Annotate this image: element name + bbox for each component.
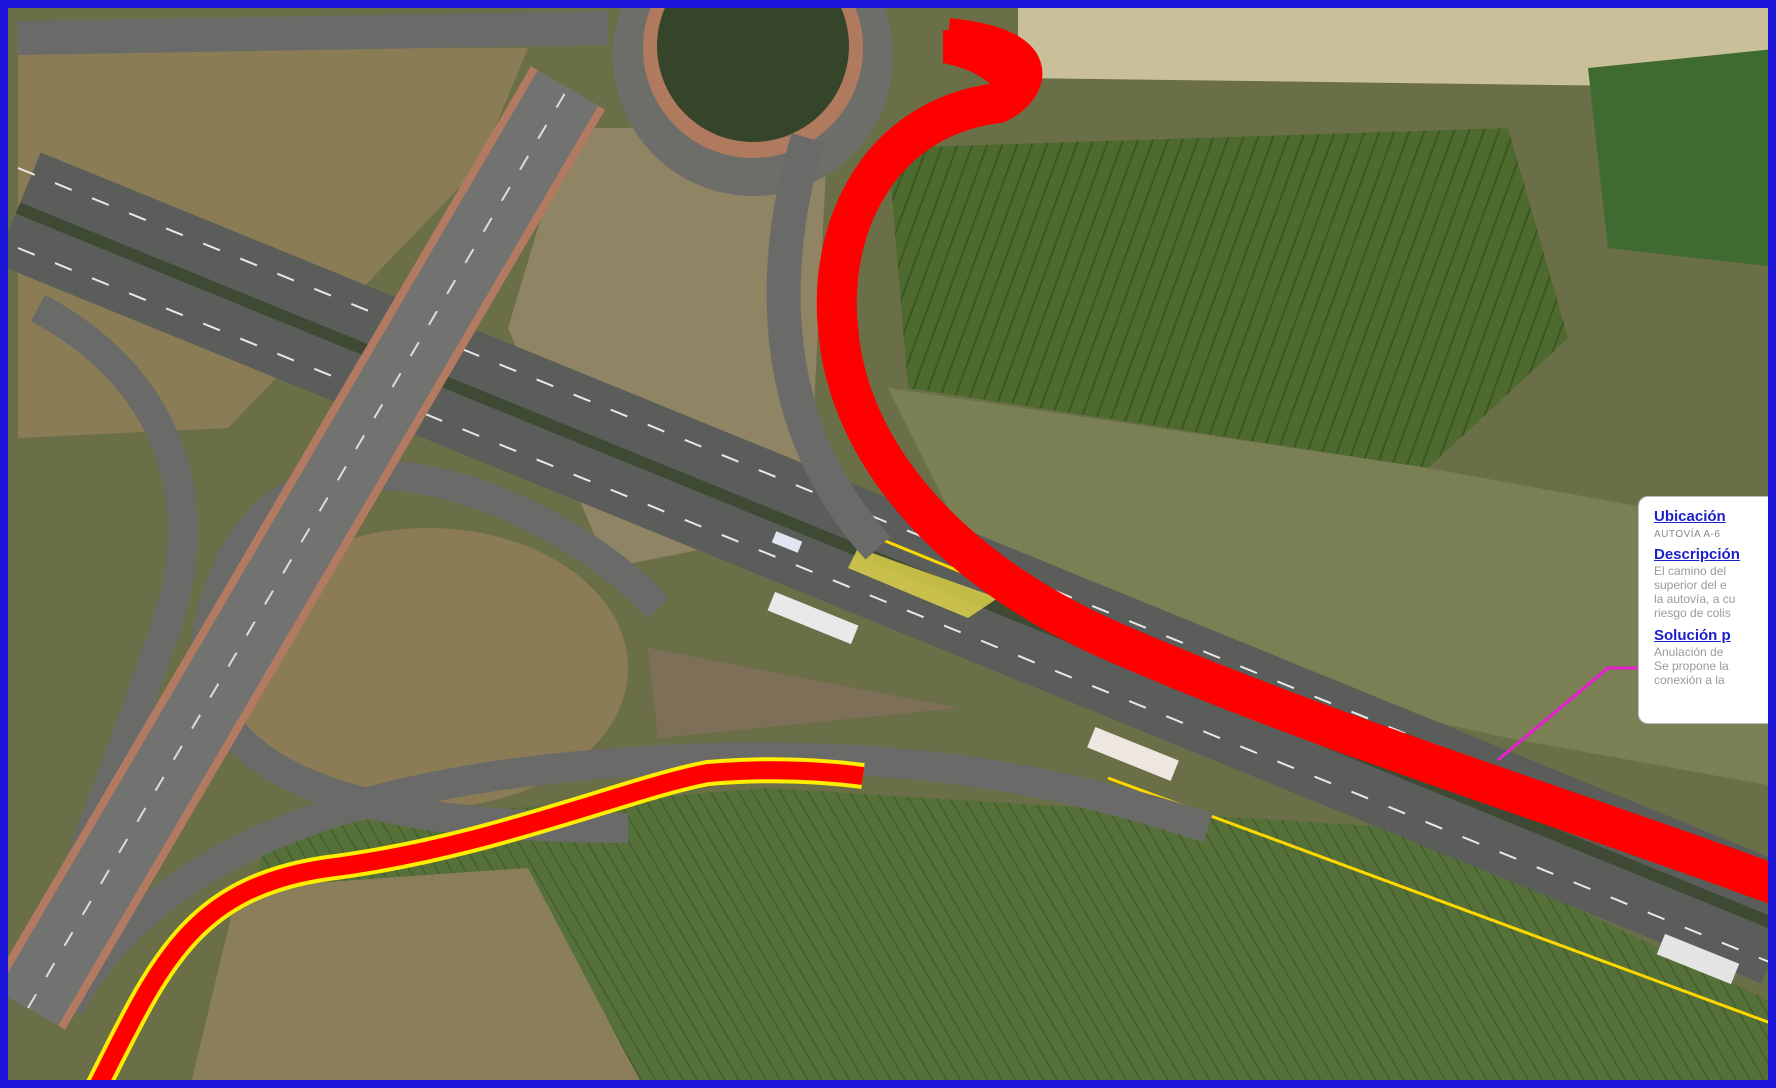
- west-ramp-road: [17, 11, 609, 55]
- solution-heading: Solución p: [1654, 627, 1731, 644]
- highlighted-route-north: [816, 18, 1768, 904]
- yellow-lane-line: [1107, 776, 1768, 1024]
- car: [771, 531, 803, 553]
- truck: [767, 591, 859, 645]
- dry-field-north: [1018, 8, 1768, 88]
- location-text: AUTOVÍA A-6: [1654, 529, 1721, 540]
- description-line: superior del e: [1654, 578, 1727, 592]
- leader-line: [1497, 666, 1648, 762]
- solution-line: Anulación de: [1654, 645, 1724, 659]
- field-southeast: [888, 388, 1768, 786]
- description-line: riesgo de colis: [1654, 606, 1731, 620]
- aerial-map: [8, 8, 1768, 1080]
- truck: [1087, 726, 1179, 782]
- overpass-bridge: [8, 66, 606, 1030]
- location-heading: Ubicación: [1654, 508, 1726, 525]
- solution-line: Se propone la: [1654, 659, 1729, 673]
- route-start-cap: [943, 30, 1038, 93]
- highlighted-route-south: [90, 761, 865, 1080]
- green-field-east: [1588, 49, 1768, 267]
- description-line: El camino del: [1654, 564, 1727, 578]
- truck: [1656, 933, 1740, 985]
- exit-ramp-south: [54, 742, 1213, 1016]
- median-triangle: [648, 648, 958, 738]
- yellow-hatching: [848, 548, 998, 618]
- info-panel: Ubicación AUTOVÍA A-6 Descripción El cam…: [1638, 496, 1768, 724]
- description-heading: Descripción: [1654, 546, 1740, 563]
- solution-line: conexión a la: [1654, 673, 1725, 687]
- cloverleaf-infield: [228, 528, 628, 808]
- dry-field-southwest: [191, 868, 640, 1080]
- roundabout: [613, 8, 893, 196]
- green-field-large: [888, 128, 1568, 468]
- north-ramp: [766, 133, 891, 560]
- loop-ramp: [191, 460, 670, 843]
- dry-field-west: [18, 48, 528, 438]
- description-line: la autovía, a cu: [1654, 592, 1736, 606]
